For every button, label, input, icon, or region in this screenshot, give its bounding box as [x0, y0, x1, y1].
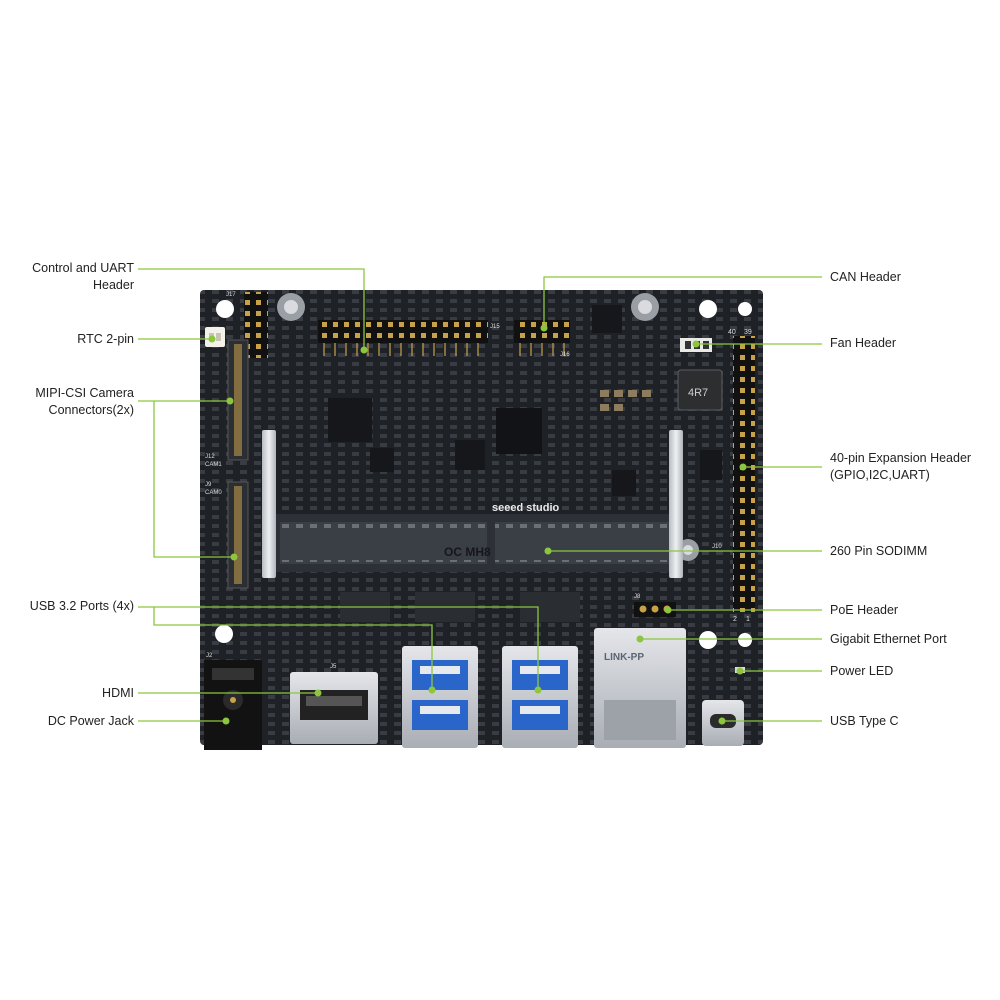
sodimm-marking: OC MH8 [444, 545, 491, 559]
silk-j5: J5 [330, 664, 337, 670]
silk-j15: J15 [490, 324, 500, 330]
label-line: Connectors(2x) [48, 403, 134, 417]
expansion-header-connector [733, 336, 755, 612]
label-control-uart-header: Control and UART Header [32, 260, 134, 294]
can-header-connector [514, 320, 570, 343]
silk-j8: J8 [634, 594, 641, 600]
label-line: HDMI [102, 686, 134, 700]
silk-j17: J17 [226, 292, 236, 298]
label-line: CAN Header [830, 270, 901, 284]
chip [328, 398, 372, 442]
leader-can [543, 276, 822, 328]
chip [612, 470, 636, 496]
leader-control-uart [138, 268, 365, 350]
mounting-hole [738, 633, 752, 647]
chip [592, 305, 622, 333]
label-line: 40-pin Expansion Header [830, 451, 972, 465]
leader-usb-1 [138, 606, 539, 690]
pcb-board [200, 290, 763, 750]
silk-j12: J12 [205, 454, 215, 460]
label-line: (GPIO,I2C,UART) [830, 468, 930, 482]
inductor-marking: 4R7 [688, 387, 708, 399]
mounting-hole [216, 300, 234, 318]
board-logo: seeed studio [492, 502, 560, 514]
silk-j10: J10 [712, 544, 722, 550]
rtc-connector [205, 327, 225, 347]
leader-mipi-2 [153, 401, 234, 558]
leader-usb-2 [153, 607, 433, 690]
silk-j2: J2 [206, 653, 213, 659]
label-line: MIPI-CSI Camera [35, 386, 134, 400]
mounting-hole [699, 631, 717, 649]
usb-stack-right [502, 646, 578, 748]
pin-number-2: 2 [733, 616, 737, 623]
board-markings: seeed studio OC MH8 4R7 LINK-PP 40 39 2 … [205, 292, 752, 670]
label-line: 260 Pin SODIMM [830, 544, 928, 558]
label-power-led: Power LED [830, 663, 893, 680]
mounting-hole [699, 300, 717, 318]
leader-dots [208, 324, 747, 725]
ethernet-marking: LINK-PP [604, 652, 644, 663]
inductor [677, 369, 723, 411]
silk-cam1: CAM1 [205, 462, 222, 468]
chip [370, 448, 394, 472]
label-line: Gigabit Ethernet Port [830, 632, 947, 646]
silk-j16: J16 [560, 352, 570, 358]
label-dc-power-jack: DC Power Jack [48, 713, 134, 730]
label-line: Fan Header [830, 336, 897, 350]
label-rtc-2-pin: RTC 2-pin [77, 331, 134, 348]
label-gigabit-ethernet-port: Gigabit Ethernet Port [830, 631, 947, 648]
control-uart-header-connector [318, 320, 488, 343]
label-can-header: CAN Header [830, 269, 901, 286]
label-fan-header: Fan Header [830, 335, 896, 352]
label-line: Power LED [830, 664, 894, 678]
chip [700, 450, 722, 480]
label-line: Header [93, 278, 134, 292]
label-usb-type-c: USB Type C [830, 713, 899, 730]
chip [455, 440, 485, 470]
pin-number-39: 39 [744, 329, 752, 336]
label-expansion-header: 40-pin Expansion Header (GPIO,I2C,UART) [830, 450, 971, 484]
pin-number-1: 1 [746, 616, 750, 623]
label-line: PoE Header [830, 603, 899, 617]
label-line: RTC 2-pin [77, 332, 134, 346]
mounting-hole [215, 625, 233, 643]
silk-j9: J9 [205, 482, 212, 488]
label-line: Control and UART [32, 261, 134, 275]
label-usb-32-ports: USB 3.2 Ports (4x) [30, 598, 134, 615]
label-line: USB 3.2 Ports (4x) [29, 599, 134, 613]
leader-lines [138, 268, 822, 722]
pin-number-40: 40 [728, 329, 736, 336]
silk-cam0: CAM0 [205, 490, 222, 496]
label-poe-header: PoE Header [830, 602, 898, 619]
label-line: USB Type C [830, 714, 899, 728]
usb-stack-left [402, 646, 478, 748]
label-mipi-csi-camera-connectors: MIPI-CSI Camera Connectors(2x) [35, 385, 134, 419]
mounting-hole [738, 302, 752, 316]
soc-chip [496, 408, 542, 454]
label-hdmi: HDMI [102, 685, 134, 702]
label-sodimm: 260 Pin SODIMM [830, 543, 927, 560]
label-line: DC Power Jack [47, 714, 134, 728]
